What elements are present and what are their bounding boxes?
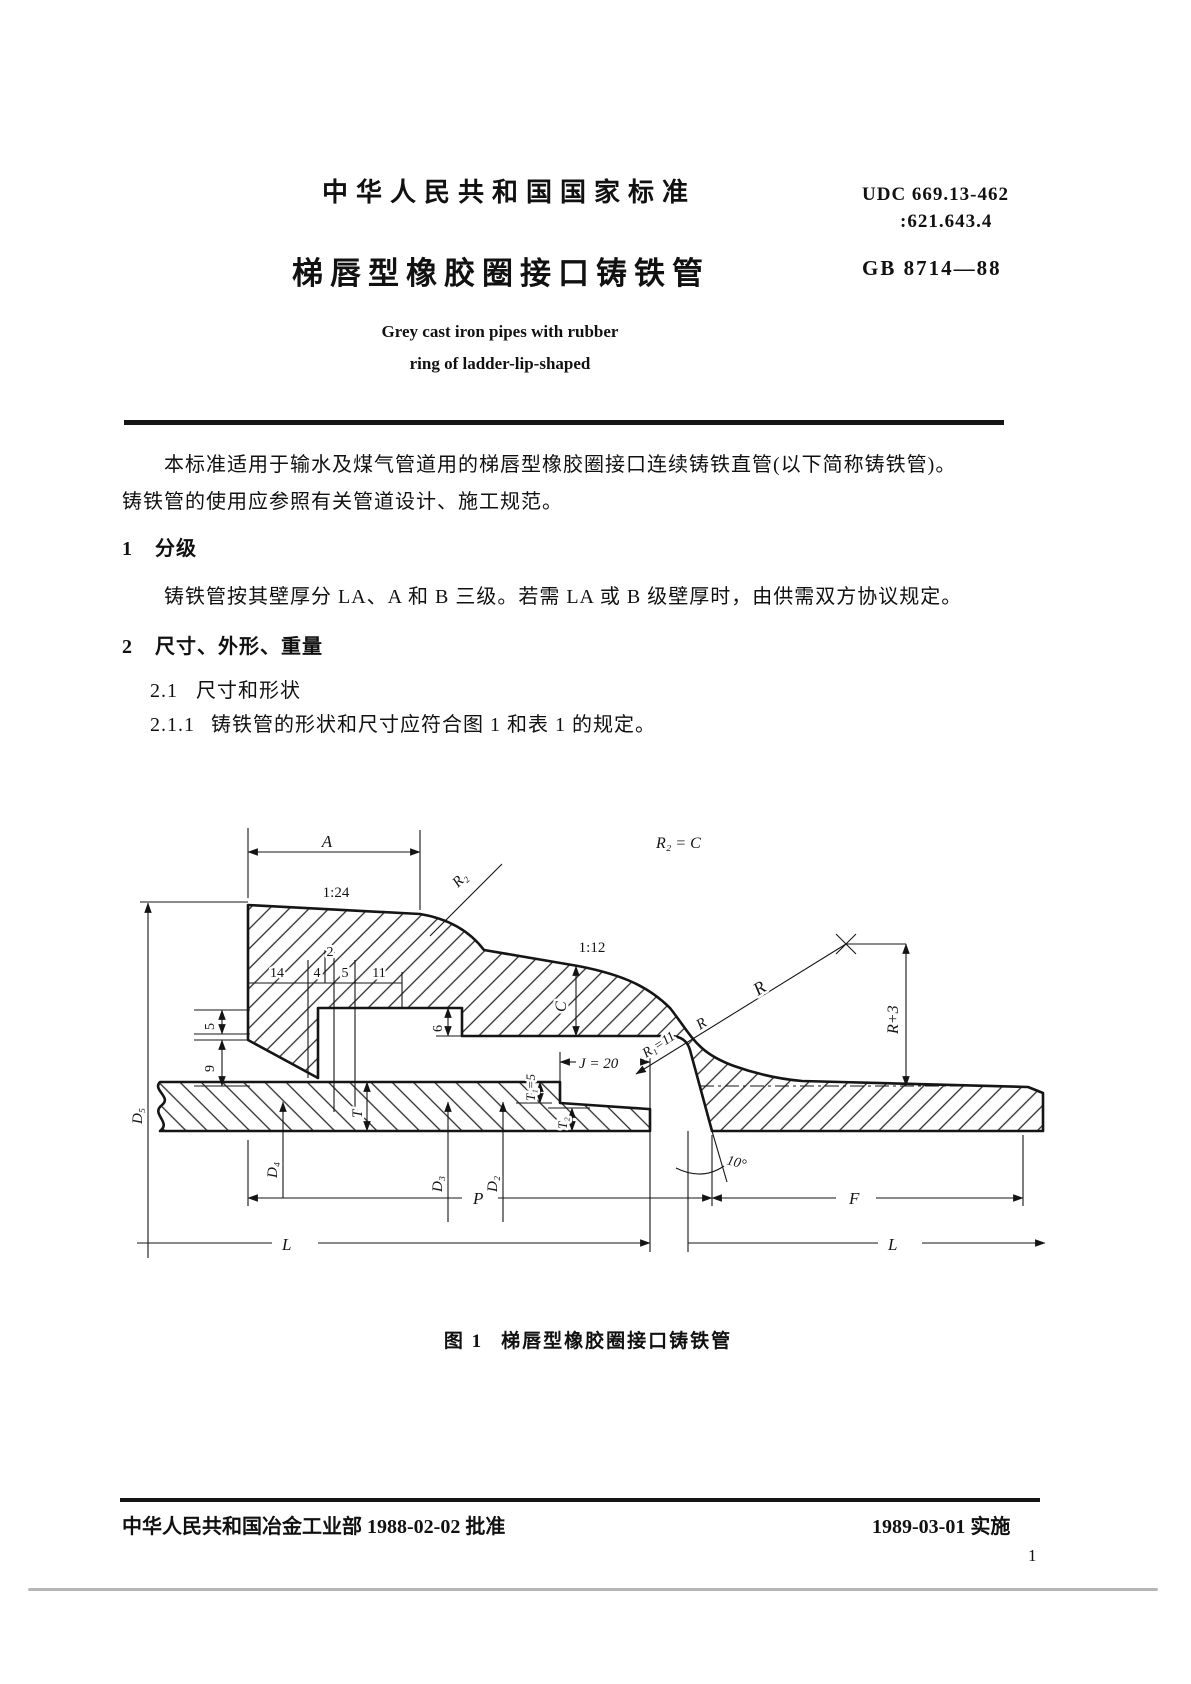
- section-1-body: 铸铁管按其壁厚分 LA、A 和 B 三级。若需 LA 或 B 级壁厚时，由供需双…: [164, 586, 963, 608]
- figure-caption: 图 1 梯唇型橡胶圈接口铸铁管: [338, 1326, 838, 1353]
- udc-number-line1: UDC 669.13-462: [862, 184, 1009, 205]
- udc-number-line2: :621.643.4: [900, 211, 993, 232]
- standard-title-cn: 梯唇型橡胶圈接口铸铁管: [292, 256, 710, 291]
- dim-line: [429, 863, 503, 937]
- section-2-heading: 2 尺寸、外形、重量: [122, 630, 323, 659]
- dim-line: [711, 1130, 728, 1183]
- dim-label-L-right: L: [887, 1235, 897, 1254]
- dim-label-T2: T₂: [555, 1117, 570, 1129]
- standard-title-en-line1: Grey cast iron pipes with rubber: [381, 322, 619, 341]
- section-2-1-line: 2.1 尺寸和形状: [150, 674, 301, 703]
- section-2-1-1-number: 2.1.1: [150, 714, 195, 736]
- dim-label-14: 14: [270, 966, 284, 981]
- figure-caption-text: 梯唇型橡胶圈接口铸铁管: [501, 1331, 733, 1352]
- section-2-number: 2: [122, 636, 133, 658]
- dim-label-R-inner: R: [693, 1015, 710, 1034]
- dim-label-R-plus-3: R+3: [885, 1005, 902, 1035]
- footer-rule: [120, 1498, 1040, 1502]
- standard-number: GB 8714—88: [862, 256, 1002, 280]
- dim-label-2: 2: [327, 945, 334, 960]
- scan-artifact-line: [28, 1588, 1158, 1591]
- socket-pipe-section: [246, 903, 1045, 1133]
- section-2-1-1-line: 2.1.1 铸铁管的形状和尺寸应符合图 1 和表 1 的规定。: [150, 708, 656, 737]
- intro-paragraph-1: 本标准适用于输水及煤气管道用的梯唇型橡胶圈接口连续铸铁直管(以下简称铸铁管)。: [164, 454, 957, 476]
- dim-label-5: 5: [342, 966, 349, 981]
- dim-label-A: A: [321, 832, 333, 851]
- section-2-1-number: 2.1: [150, 680, 178, 702]
- section-1-title: 分级: [155, 538, 197, 560]
- dim-label-10deg: 10°: [725, 1153, 748, 1173]
- page-number: 1: [1028, 1546, 1037, 1565]
- spigot-pipe-section: [156, 1080, 652, 1133]
- dim-label-4: 4: [314, 966, 321, 981]
- angle-arc: [675, 1165, 725, 1175]
- dim-label-6: 6: [431, 1025, 446, 1032]
- dim-label-T1-5: T₁=5: [523, 1073, 538, 1101]
- dim-label-height-5: 5: [203, 1023, 218, 1030]
- dim-label-11: 11: [372, 966, 385, 981]
- dim-label-D3: D₃: [430, 1176, 446, 1193]
- dim-label-D2: D₂: [485, 1176, 501, 1193]
- dim-label-L-left: L: [281, 1235, 291, 1254]
- dim-label-D5: D₅: [130, 1108, 146, 1125]
- dim-label-slope-1-24: 1:24: [323, 885, 350, 901]
- footer-implementation: 1989-03-01 实施: [872, 1516, 1011, 1538]
- section-2-1-text: 尺寸和形状: [196, 680, 301, 702]
- header-rule: [124, 420, 1004, 425]
- dimension-lines: [137, 828, 1046, 1258]
- section-2-title: 尺寸、外形、重量: [155, 636, 323, 658]
- dim-label-height-9: 9: [203, 1065, 218, 1072]
- figure-caption-number: 图 1: [443, 1331, 484, 1352]
- dim-label-R2-equals-C: R₂ = C: [655, 835, 701, 852]
- dim-label-slope-1-12: 1:12: [579, 940, 606, 956]
- dim-label-P: P: [472, 1189, 483, 1208]
- footer-approval: 中华人民共和国冶金工业部 1988-02-02 批准: [122, 1516, 506, 1538]
- dim-label-D4: D₄: [265, 1162, 281, 1179]
- national-standard-label: 中华人民共和国国家标准: [322, 178, 697, 207]
- section-2-1-1-text: 铸铁管的形状和尺寸应符合图 1 和表 1 的规定。: [211, 714, 656, 736]
- standard-title-en-line2: ring of ladder-lip-shaped: [409, 354, 591, 373]
- section-1-number: 1: [122, 538, 133, 560]
- intro-paragraph-2: 铸铁管的使用应参照有关管道设计、施工规范。: [122, 491, 563, 513]
- dim-label-J-20: J = 20: [579, 1056, 619, 1072]
- section-1-heading: 1 分级: [122, 532, 197, 561]
- dim-label-R2: R₂: [449, 869, 471, 891]
- dim-label-R: R: [748, 977, 769, 1000]
- dim-label-C: C: [553, 1001, 570, 1012]
- dim-line: [635, 943, 847, 1075]
- dim-label-F: F: [848, 1189, 860, 1208]
- dimension-labels: A 1:24 R₂ R₂ = C 1:12 C 6 14 4 2 5 11 5 …: [128, 830, 905, 1257]
